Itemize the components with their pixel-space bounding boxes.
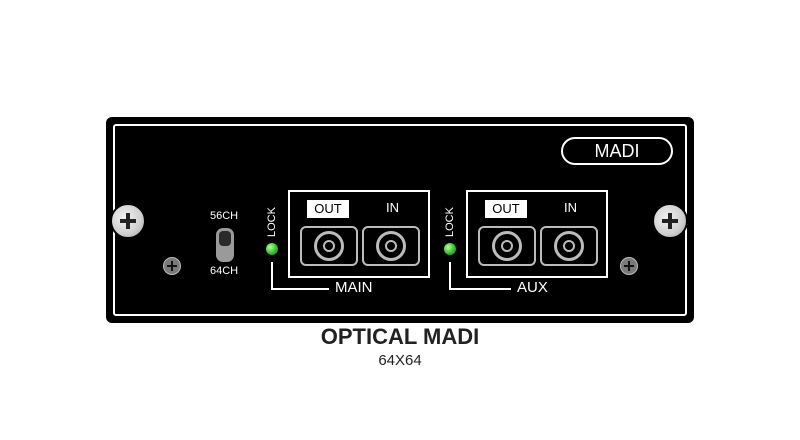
switch-label-56ch: 56CH <box>210 210 239 222</box>
channel-mode-switch[interactable] <box>216 228 234 262</box>
aux-lock-led <box>444 243 456 255</box>
connector-ring-icon <box>554 231 584 261</box>
main-out-connector[interactable] <box>300 226 358 266</box>
madi-option-card: MADI 56CH 64CH LOCK OUT IN MAIN LOCK OUT… <box>106 117 694 323</box>
main-in-label: IN <box>386 200 399 215</box>
aux-lock-label: LOCK <box>444 207 456 237</box>
aux-out-connector[interactable] <box>478 226 536 266</box>
main-label: MAIN <box>335 279 373 296</box>
madi-badge: MADI <box>561 137 673 165</box>
aux-port-box: OUT IN <box>466 190 608 278</box>
left-small-screw-icon <box>163 257 181 275</box>
aux-bracket-line <box>449 262 511 290</box>
aux-in-label: IN <box>564 200 577 215</box>
main-lock-label: LOCK <box>266 207 278 237</box>
right-mounting-screw-icon <box>652 203 688 239</box>
aux-out-label: OUT <box>485 200 527 218</box>
connector-ring-icon <box>492 231 522 261</box>
main-port-box: OUT IN <box>288 190 430 278</box>
product-subtitle: 64X64 <box>378 352 422 369</box>
aux-in-connector[interactable] <box>540 226 598 266</box>
connector-ring-icon <box>376 231 406 261</box>
connector-ring-icon <box>314 231 344 261</box>
product-title: OPTICAL MADI <box>320 324 480 349</box>
aux-label: AUX <box>517 279 548 296</box>
right-small-screw-icon <box>620 257 638 275</box>
switch-label-64ch: 64CH <box>210 265 239 277</box>
main-in-connector[interactable] <box>362 226 420 266</box>
main-out-label: OUT <box>307 200 349 218</box>
main-bracket-line <box>271 262 329 290</box>
main-lock-led <box>266 243 278 255</box>
left-mounting-screw-icon <box>110 203 146 239</box>
